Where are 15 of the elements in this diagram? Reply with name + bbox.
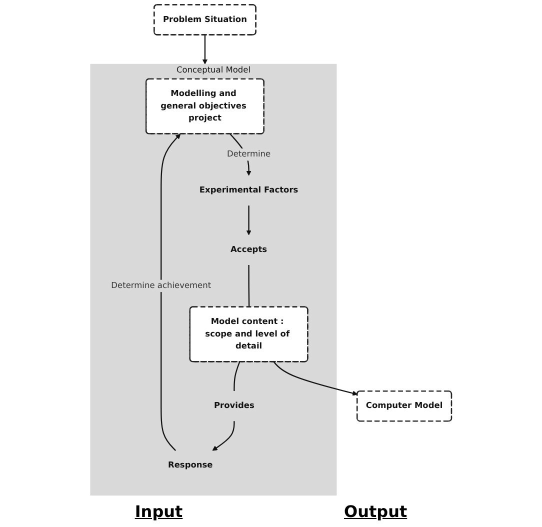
node-text: Experimental Factors bbox=[199, 186, 298, 195]
arrow bbox=[246, 206, 252, 236]
connector bbox=[234, 362, 240, 392]
node-text: Provides bbox=[214, 401, 254, 410]
section-label: Input bbox=[134, 502, 183, 521]
edge-label: Determine bbox=[226, 150, 271, 160]
edge-label: Determine achievement bbox=[111, 280, 212, 290]
arrow bbox=[273, 362, 358, 396]
section-label: Output bbox=[344, 502, 408, 521]
node-text: Response bbox=[168, 460, 213, 470]
node-text: Accepts bbox=[230, 244, 268, 254]
connector bbox=[248, 265, 250, 308]
arrow bbox=[212, 421, 235, 451]
arrow bbox=[202, 34, 208, 64]
arrow bbox=[160, 134, 181, 451]
